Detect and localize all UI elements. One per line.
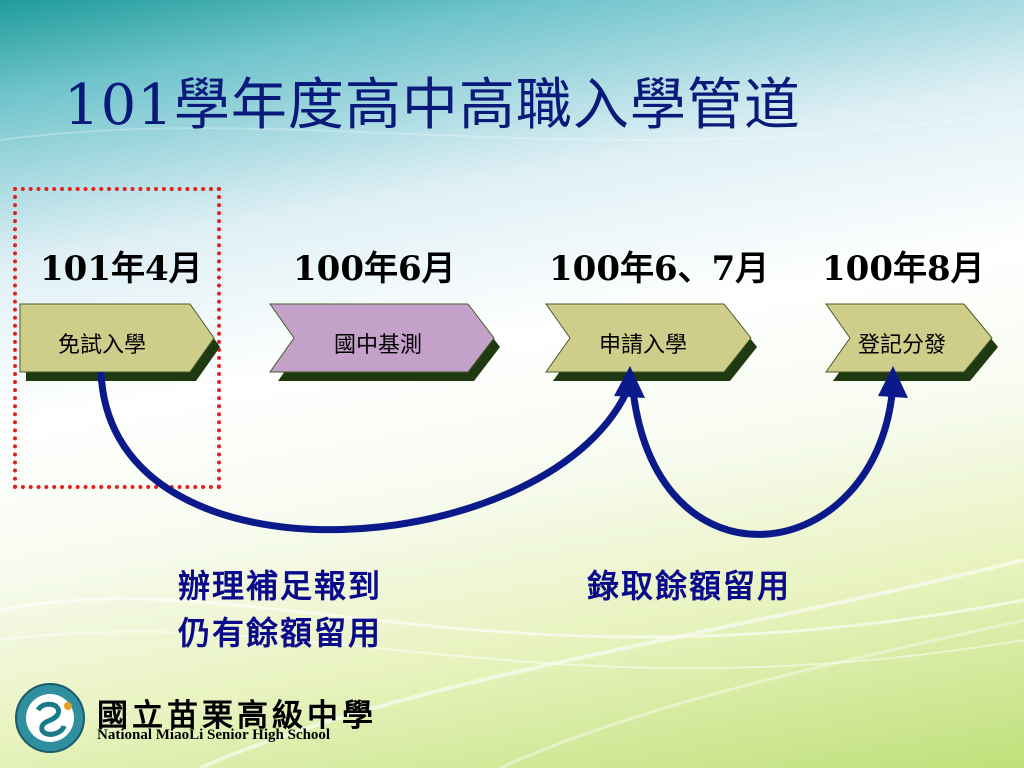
step-date-exam-free: 101年4月 <box>40 249 203 289</box>
step-label-basic-test: 國中基測 <box>334 333 423 358</box>
step-exam-free <box>19 303 215 373</box>
school-name-english: National MiaoLi Senior High School <box>97 727 331 743</box>
highlight-box <box>13 187 221 489</box>
step-label-distribution: 登記分發 <box>858 333 947 358</box>
step-basic-test <box>269 303 495 373</box>
note-supplement-line2: 仍有餘額留用 <box>178 614 383 652</box>
step-label-application: 申請入學 <box>599 333 688 358</box>
step-date-application: 100年6、7月 <box>549 249 770 289</box>
arrow-head-distribution <box>878 366 908 398</box>
arrow-curve-right <box>628 379 897 538</box>
step-label-exam-free: 免試入學 <box>58 333 147 358</box>
page-title: 101學年度高中高職入學管道 <box>64 73 801 138</box>
note-supplement-line1: 辦理補足報到 <box>178 567 383 605</box>
arrow-curve-left <box>97 371 634 534</box>
note-remaining-quota: 錄取餘額留用 <box>587 567 792 605</box>
step-date-distribution: 100年8月 <box>822 249 985 289</box>
school-name: 國立苗栗高級中學 <box>97 698 377 734</box>
step-distribution <box>825 303 993 373</box>
step-application <box>545 303 752 373</box>
school-logo-icon <box>15 683 85 753</box>
step-date-basic-test: 100年6月 <box>293 249 456 289</box>
